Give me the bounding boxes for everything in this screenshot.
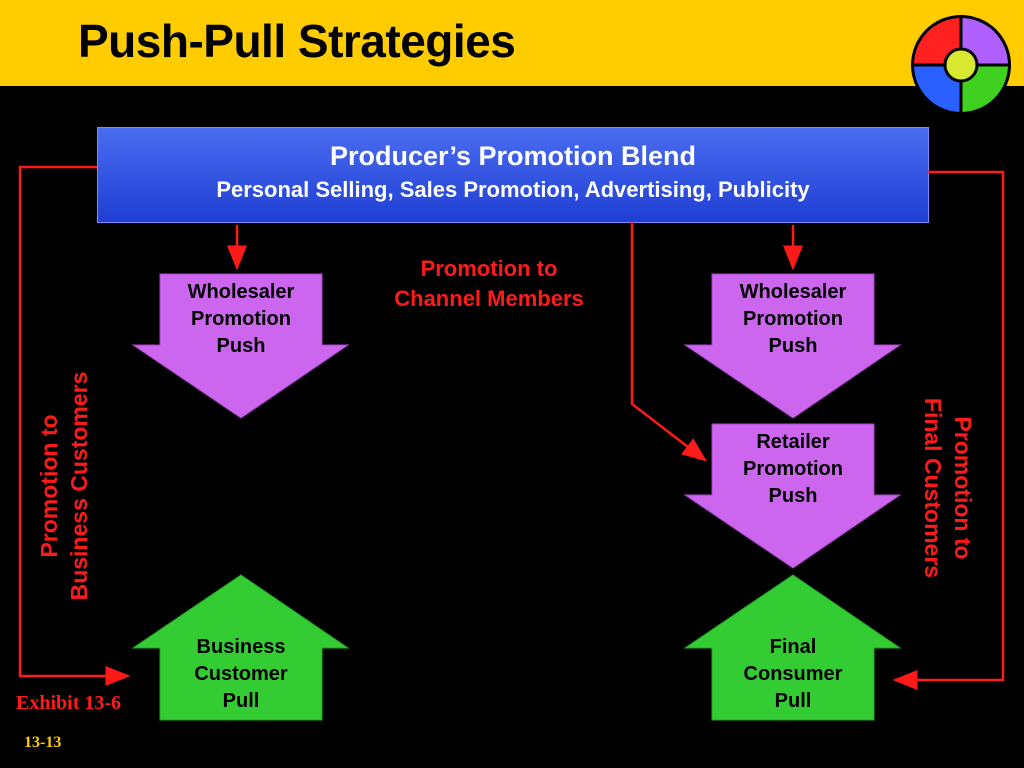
retailer-line-3: Push — [768, 485, 818, 507]
channel-members-line-2: Channel Members — [394, 286, 584, 311]
channel-members-label: Promotion to Channel Members — [360, 254, 618, 314]
wholesaler-left-line-3: Push — [216, 335, 266, 357]
business-customers-label: Promotion to Business Customers — [34, 351, 94, 621]
title-bar — [0, 0, 1024, 86]
wholesaler-right-text: Wholesaler Promotion Push — [712, 279, 874, 360]
business-pull-text: Business Customer Pull — [160, 634, 322, 715]
page-number: 13-13 — [24, 734, 62, 751]
business-customers-line-1: Promotion to — [36, 414, 62, 558]
promotion-blend-box: Producer’s Promotion Blend Personal Sell… — [97, 127, 929, 223]
arrow-to-business-pull — [18, 165, 131, 686]
business-pull-line-2: Customer — [194, 663, 288, 685]
wholesaler-right-push-shape — [683, 273, 902, 419]
channel-members-line-1: Promotion to — [420, 256, 558, 281]
exhibit-label: Exhibit 13-6 — [16, 692, 122, 714]
business-pull-line-1: Business — [196, 636, 286, 658]
retailer-text: Retailer Promotion Push — [712, 429, 874, 510]
wholesaler-left-line-1: Wholesaler — [187, 281, 295, 303]
final-pull-line-3: Pull — [774, 690, 812, 712]
wholesaler-left-line-2: Promotion — [191, 308, 291, 330]
wholesaler-right-line-2: Promotion — [743, 308, 843, 330]
final-pull-line-2: Consumer — [743, 663, 843, 685]
retailer-line-2: Promotion — [743, 458, 843, 480]
business-pull-line-3: Pull — [222, 690, 260, 712]
business-customers-line-2: Business Customers — [66, 371, 92, 601]
final-customers-label: Promotion to Final Customers — [918, 353, 978, 623]
wholesaler-right-line-3: Push — [768, 335, 818, 357]
final-pull-text: Final Consumer Pull — [712, 634, 874, 715]
final-pull-line-1: Final — [769, 636, 817, 658]
page-title: Push-Pull Strategies — [78, 15, 516, 67]
wholesaler-right-line-1: Wholesaler — [739, 281, 847, 303]
wholesaler-left-push-shape — [131, 273, 350, 419]
blend-title: Producer’s Promotion Blend — [329, 141, 697, 171]
retailer-line-1: Retailer — [756, 431, 830, 453]
final-pull-shape — [683, 574, 902, 721]
wholesaler-left-text: Wholesaler Promotion Push — [160, 279, 322, 360]
arrow-to-retailer — [630, 222, 707, 462]
business-pull-shape — [131, 574, 350, 721]
arrow-to-final-pull — [892, 170, 1005, 690]
blend-subtitle: Personal Selling, Sales Promotion, Adver… — [216, 177, 810, 202]
color-wheel-logo — [911, 15, 1011, 115]
final-customers-line-2: Final Customers — [920, 397, 946, 579]
retailer-push-shape — [683, 423, 902, 569]
final-customers-line-1: Promotion to — [950, 416, 976, 560]
